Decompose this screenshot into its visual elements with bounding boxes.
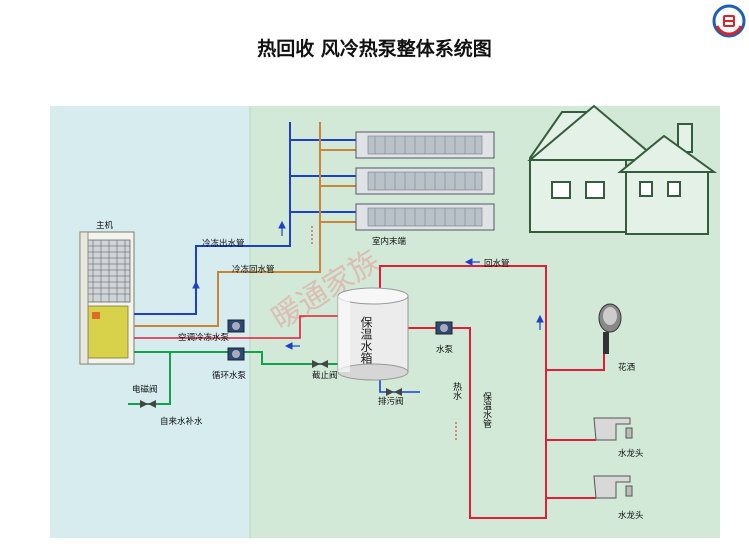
label-drain-valve: 排污阀	[378, 396, 404, 407]
circulation-pump-icon	[227, 347, 245, 361]
house-icon	[527, 104, 718, 235]
label-insulated-pipe: 保温水管	[481, 391, 492, 428]
indoor-terminal-units	[355, 131, 495, 231]
faucet-icon-1	[593, 417, 633, 441]
water-pump-icon	[435, 321, 453, 335]
label-shower: 花洒	[618, 362, 636, 373]
label-chilled-out: 冷冻出水管	[202, 238, 245, 249]
label-shutoff-valve: 截止阀	[312, 370, 338, 381]
shower-icon	[598, 303, 622, 354]
label-hot-water: 热水	[451, 381, 462, 400]
label-ac-pump: 空调冷冻水泵	[178, 332, 230, 343]
label-solenoid-valve: 电磁阀	[132, 384, 158, 395]
logo-icon	[712, 4, 746, 38]
label-water-pump: 水泵	[436, 344, 454, 355]
label-circ-pump: 循环水泵	[212, 370, 247, 381]
main-unit	[79, 231, 135, 365]
label-tank: 保温水箱	[359, 316, 373, 364]
label-tap-water: 自来水补水	[160, 416, 203, 427]
ac-chilled-pump-icon	[227, 319, 245, 333]
label-faucet-2: 水龙头	[618, 510, 644, 521]
label-faucet-1: 水龙头	[618, 448, 644, 459]
label-main-unit: 主机	[96, 220, 114, 231]
faucet-icon-2	[593, 475, 633, 499]
shutoff-valve-icon	[312, 360, 328, 368]
label-return-pipe: 回水管	[484, 258, 510, 269]
label-indoor-terminal: 室内末端	[372, 236, 407, 247]
solenoid-valve-icon	[140, 400, 156, 408]
diagram-title: 热回收 风冷热泵整体系统图	[257, 38, 492, 60]
drain-valve-icon	[386, 388, 402, 396]
insulated-water-tank	[337, 287, 409, 381]
label-chilled-return: 冷冻回水管	[232, 264, 275, 275]
